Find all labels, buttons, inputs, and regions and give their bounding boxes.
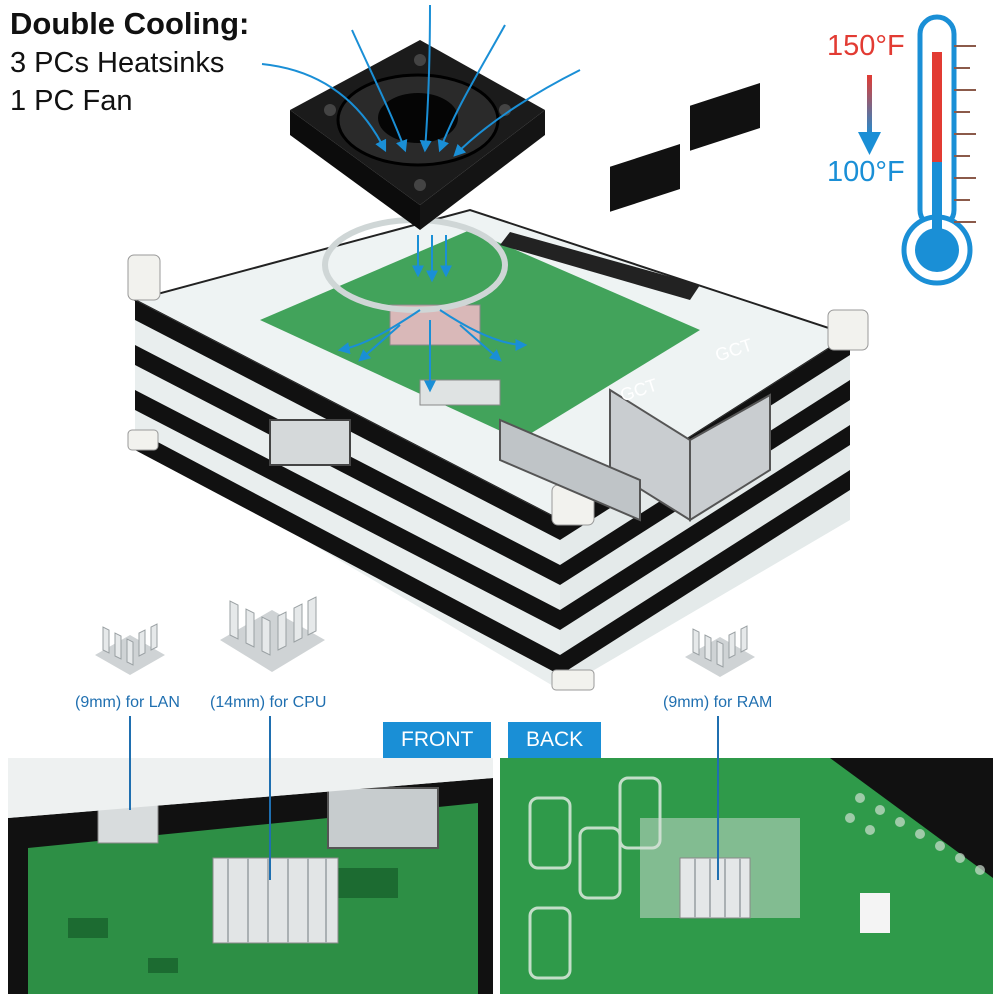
tab-back: BACK [508,722,602,758]
heatsink-ram-icon [685,625,755,677]
front-view-photo [8,758,493,994]
heatsink-ram-label: (9mm) for RAM [663,694,773,711]
temp-high: 150°F [827,30,905,62]
heatsink-lan-icon [95,623,165,675]
heatsink-cpu-label: (14mm) for CPU [210,694,327,711]
case-illustration [127,4,869,691]
heatsink-lan-label: (9mm) for LAN [75,694,180,711]
temp-low: 100°F [827,156,905,188]
headline-heatsinks: 3 PCs Heatsinks [10,47,225,79]
headline: Double Cooling: 3 PCs Heatsinks 1 PC Fan [10,4,249,120]
cooling-arrow-icon [858,75,881,155]
headline-fan: 1 PC Fan [10,85,133,117]
airflow-arrows [261,4,581,393]
thermometer-icon [901,14,976,286]
raspberry-pi-board [260,83,771,522]
tab-front: FRONT [383,722,492,758]
back-view-photo [500,758,993,994]
heatsink-cpu-icon [220,596,325,672]
headline-title: Double Cooling: [10,6,250,41]
